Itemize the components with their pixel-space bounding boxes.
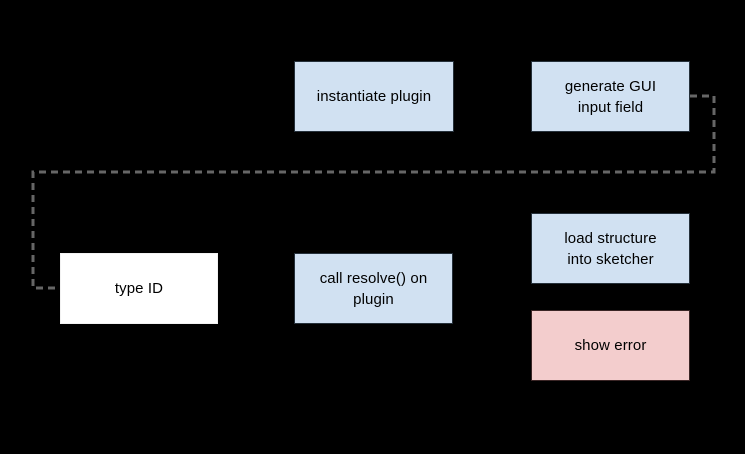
node-call-resolve-on-plugin[interactable]: call resolve() on plugin — [294, 253, 453, 324]
node-load-structure-into-sketcher[interactable]: load structure into sketcher — [531, 213, 690, 284]
node-label: call resolve() on plugin — [319, 269, 428, 308]
node-instantiate-plugin[interactable]: instantiate plugin — [294, 61, 454, 132]
node-generate-gui-input-field[interactable]: generate GUI input field — [531, 61, 690, 132]
node-label: instantiate plugin — [316, 88, 432, 105]
node-show-error[interactable]: show error — [531, 310, 690, 381]
node-label: type ID — [114, 280, 164, 297]
node-type-id[interactable]: type ID — [60, 253, 218, 324]
node-label: show error — [574, 337, 647, 354]
node-label: load structure into sketcher — [564, 229, 657, 268]
node-label: generate GUI input field — [564, 77, 657, 116]
